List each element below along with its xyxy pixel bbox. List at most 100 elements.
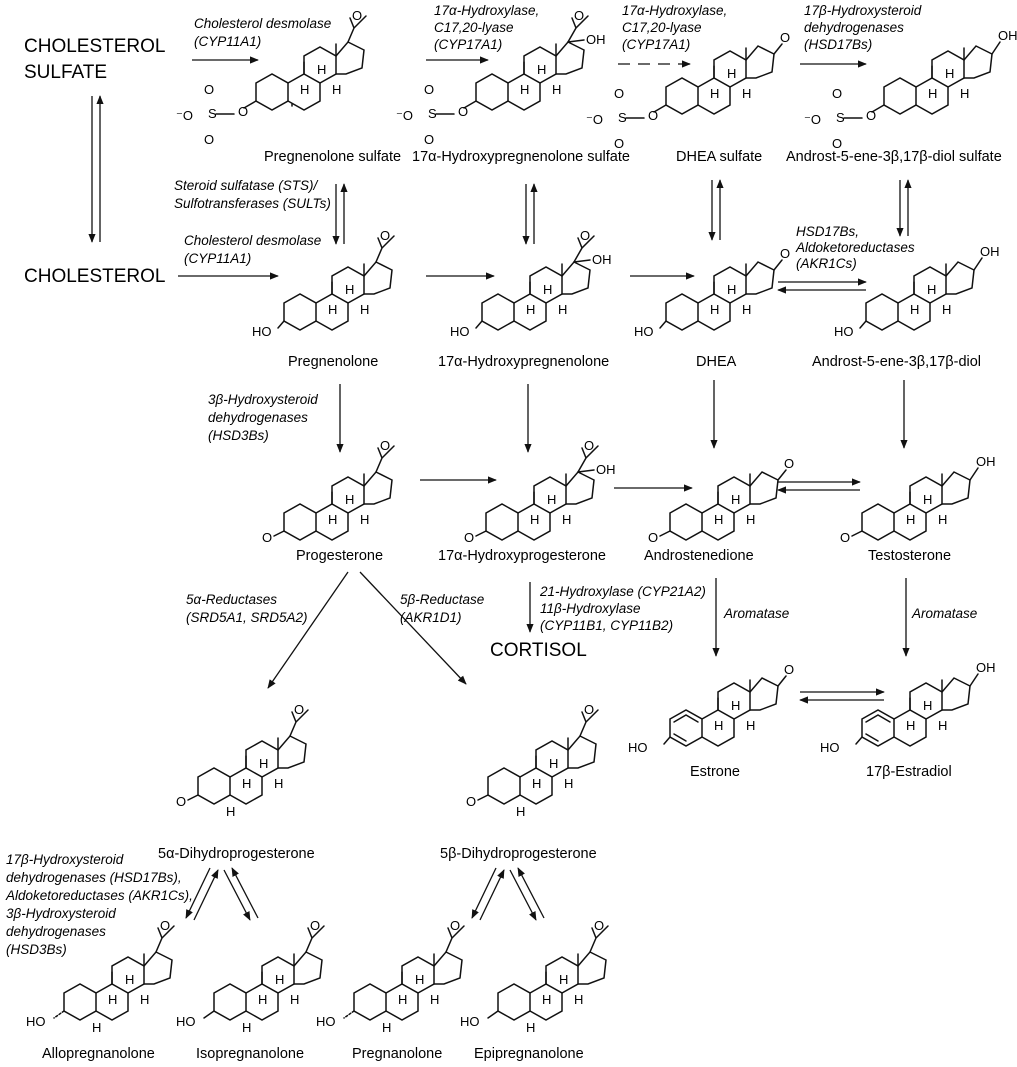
dihydroprogesterone-5a-structure: H O O <box>176 702 309 819</box>
svg-text:H: H <box>226 804 235 819</box>
enzyme-cyp17-top1-3: (CYP17A1) <box>434 37 502 52</box>
svg-text:S: S <box>618 110 627 125</box>
svg-text:O: O <box>580 228 590 243</box>
enzyme-hsd17-top: 17β-Hydroxysteroid <box>804 3 922 18</box>
svg-text:HO: HO <box>450 324 470 339</box>
enzyme-hsd17-top-3: (HSD17Bs) <box>804 37 872 52</box>
isopregnanolone-label: Isopregnanolone <box>196 1046 304 1062</box>
eq-5b-epi-fwd <box>509 869 537 921</box>
svg-text:O: O <box>424 82 434 97</box>
enzyme-hsd17-akr-2: Aldoketoreductases <box>795 240 915 255</box>
pregnenolone-label: Pregnenolone <box>288 354 378 370</box>
dhea-structure: O HO <box>634 246 790 339</box>
pregnanolone-structure: H O HO <box>316 918 465 1035</box>
svg-text:S: S <box>208 106 217 121</box>
svg-text:H: H <box>92 1020 101 1035</box>
svg-text:HO: HO <box>834 324 854 339</box>
svg-text:HO: HO <box>628 740 648 755</box>
svg-text:O: O <box>574 8 584 23</box>
enzyme-sts-sult-2: Sulfotransferases (SULTs) <box>174 196 331 211</box>
eq-5a-allo-rev <box>193 869 219 921</box>
enzyme-bottom-left-4: 3β-Hydroxysteroid <box>6 906 116 921</box>
hydroxypregnenolone-structure: OH O HO <box>450 228 612 339</box>
svg-text:O: O <box>584 702 594 717</box>
enzyme-bottom-left-2: dehydrogenases (HSD17Bs), <box>6 870 182 885</box>
enzyme-sts-sult: Steroid sulfatase (STS)/ <box>174 178 319 193</box>
enzyme-5a-reductase: 5α-Reductases <box>186 592 277 607</box>
enzyme-bottom-left-6: (HSD3Bs) <box>6 942 67 957</box>
svg-text:OH: OH <box>976 660 996 675</box>
cholesterol-sulfate-label-2: SULFATE <box>24 62 107 83</box>
svg-text:OH: OH <box>980 244 1000 259</box>
svg-text:O: O <box>840 530 850 545</box>
pregnenolone-sulfate-structure: O S O O ⁻O O <box>176 8 367 147</box>
hydroxyprogesterone-structure: OH O O <box>464 438 616 545</box>
svg-text:⁻O: ⁻O <box>586 112 603 127</box>
eq-5b-preg-rev <box>479 869 505 921</box>
svg-text:O: O <box>594 918 604 933</box>
eq-5b-epi-rev <box>517 867 545 919</box>
enzyme-bottom-left-3: Aldoketoreductases (AKR1Cs), <box>5 888 193 903</box>
allopregnanolone-label: Allopregnanolone <box>42 1046 155 1062</box>
enzyme-5b-reductase-2: (AKR1D1) <box>400 610 462 625</box>
enzyme-aromatase-1: Aromatase <box>723 606 789 621</box>
enzyme-bottom-left-5: dehydrogenases <box>6 924 106 939</box>
svg-text:HO: HO <box>634 324 654 339</box>
enzyme-cyp17-top2-2: C17,20-lyase <box>622 20 702 35</box>
eq-5b-preg-fwd <box>471 867 497 919</box>
enzyme-desmolase-top-2: (CYP11A1) <box>194 34 261 49</box>
enzyme-5b-reductase: 5β-Reductase <box>400 592 484 607</box>
svg-text:HO: HO <box>460 1014 480 1029</box>
enzyme-hsd17-top-2: dehydrogenases <box>804 20 904 35</box>
cholesterol-label: CHOLESTEROL <box>24 266 165 287</box>
arrow-prog-to-5a <box>267 571 349 689</box>
estradiol-label: 17β-Estradiol <box>866 764 952 780</box>
dhea-sulfate-label: DHEA sulfate <box>676 149 762 165</box>
svg-text:O: O <box>464 530 474 545</box>
svg-text:O: O <box>584 438 594 453</box>
enzyme-aromatase-2: Aromatase <box>911 606 977 621</box>
arrow-prog-to-5b <box>359 571 467 685</box>
hydroxypregnenolone-sulfate-structure: OH O S O O ⁻O O <box>396 8 606 147</box>
svg-text:H: H <box>516 804 525 819</box>
testosterone-label: Testosterone <box>868 548 951 564</box>
enzyme-bottom-left: 17β-Hydroxysteroid <box>6 852 124 867</box>
androstenediol-sulfate-label: Androst-5-ene-3β,17β-diol sulfate <box>786 149 1002 165</box>
svg-text:O: O <box>424 132 434 147</box>
enzyme-desmolase-mid: Cholesterol desmolase <box>184 233 321 248</box>
androstenedione-structure: O O <box>648 456 794 545</box>
progesterone-label: Progesterone <box>296 548 383 564</box>
svg-text:O: O <box>160 918 170 933</box>
enzyme-cyp21-cyp11b: 21-Hydroxylase (CYP21A2) <box>539 584 706 599</box>
androstenediol-structure: OH HO <box>834 244 1000 339</box>
svg-text:O: O <box>352 8 362 23</box>
svg-text:HO: HO <box>26 1014 46 1029</box>
pregnanolone-label: Pregnanolone <box>352 1046 442 1062</box>
enzyme-hsd3b-3: (HSD3Bs) <box>208 428 269 443</box>
hydroxypregnenolone-label: 17α-Hydroxypregnenolone <box>438 354 609 370</box>
svg-text:O: O <box>648 530 658 545</box>
svg-text:HO: HO <box>316 1014 336 1029</box>
eq-5a-iso-fwd <box>223 869 251 921</box>
pregnenolone-structure: O HO <box>252 228 395 339</box>
enzyme-cyp21-cyp11b-2: 11β-Hydroxylase <box>540 601 641 616</box>
svg-text:S: S <box>428 106 437 121</box>
svg-text:O: O <box>380 228 390 243</box>
hydroxypregnenolone-sulfate-label: 17α-Hydroxypregnenolone sulfate <box>412 149 630 165</box>
testosterone-structure: OH O <box>840 454 996 545</box>
enzyme-hsd3b-2: dehydrogenases <box>208 410 308 425</box>
enzyme-desmolase-mid-2: (CYP11A1) <box>184 251 251 266</box>
progesterone-structure: O O <box>262 438 395 545</box>
svg-text:O: O <box>784 456 794 471</box>
androstenediol-sulfate-structure: OH O S O O ⁻O <box>804 28 1017 151</box>
svg-text:H: H <box>526 1020 535 1035</box>
svg-text:⁻O: ⁻O <box>804 112 821 127</box>
svg-text:O: O <box>458 104 468 119</box>
dhea-sulfate-structure: O O S O O ⁻O <box>586 30 790 151</box>
svg-text:HO: HO <box>820 740 840 755</box>
isopregnanolone-structure: H O HO <box>176 918 325 1035</box>
enzyme-hsd17-akr: HSD17Bs, <box>796 224 859 239</box>
estrone-label: Estrone <box>690 764 740 780</box>
allopregnanolone-structure: H O HO <box>26 918 175 1035</box>
svg-text:⁻O: ⁻O <box>176 108 193 123</box>
